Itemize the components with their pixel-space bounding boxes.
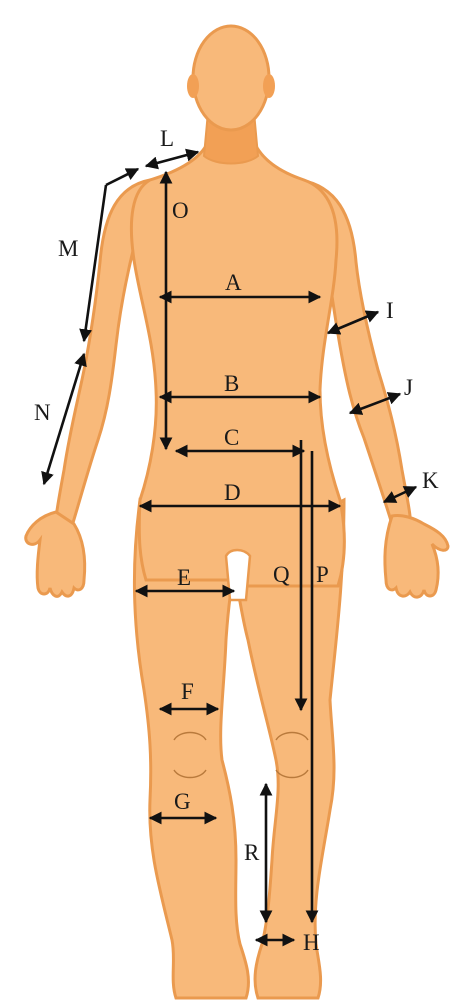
head-shape bbox=[193, 26, 269, 130]
left-hand-shape bbox=[385, 515, 448, 597]
right-hand-shape bbox=[26, 512, 85, 596]
label-p: P bbox=[316, 562, 329, 587]
label-q: Q bbox=[273, 562, 290, 587]
right-ear-shape bbox=[187, 74, 199, 98]
arrow-m bbox=[106, 169, 138, 185]
label-f: F bbox=[181, 679, 194, 704]
label-a: A bbox=[225, 270, 242, 295]
label-j: J bbox=[404, 375, 413, 400]
label-b: B bbox=[224, 371, 239, 396]
label-k: K bbox=[422, 468, 439, 493]
human-body-figure bbox=[26, 26, 448, 998]
label-o: O bbox=[172, 198, 189, 223]
label-i: I bbox=[386, 298, 394, 323]
label-l: L bbox=[160, 126, 174, 151]
label-m: M bbox=[58, 236, 78, 261]
label-c: C bbox=[224, 425, 239, 450]
label-r: R bbox=[244, 840, 260, 865]
label-e: E bbox=[177, 565, 191, 590]
label-n: N bbox=[34, 400, 51, 425]
left-ear-shape bbox=[263, 74, 275, 98]
label-g: G bbox=[174, 789, 191, 814]
label-h: H bbox=[303, 930, 320, 955]
label-d: D bbox=[224, 480, 241, 505]
crotch-gap bbox=[226, 550, 250, 600]
